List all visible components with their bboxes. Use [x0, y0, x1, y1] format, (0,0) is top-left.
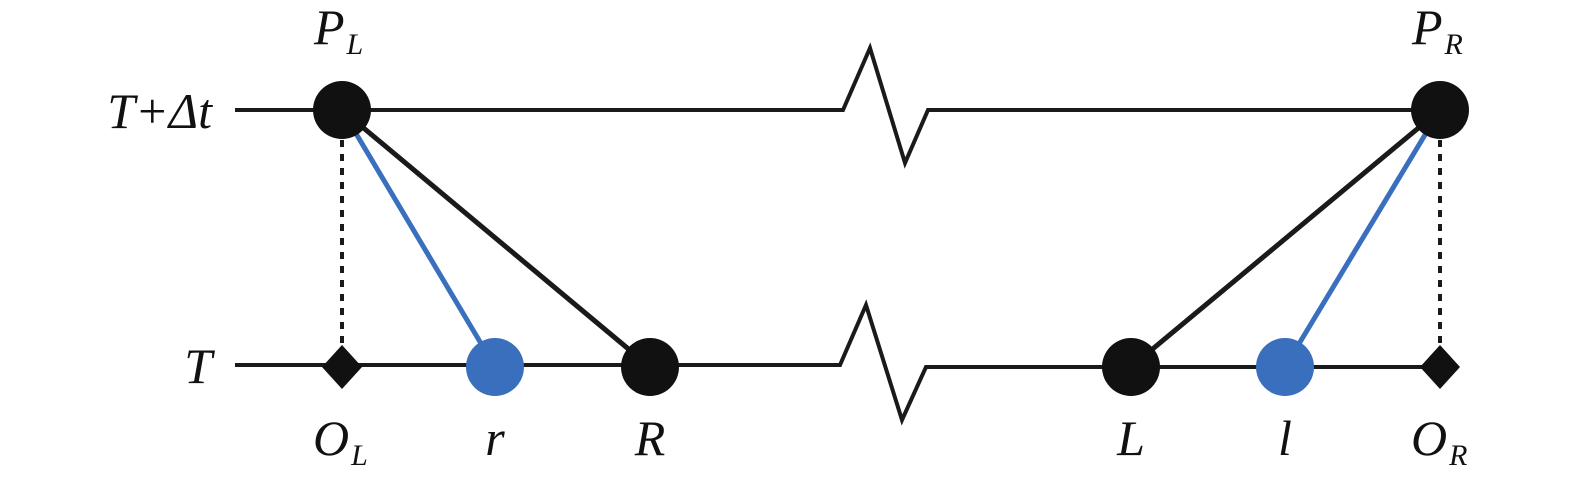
node-L — [1102, 338, 1160, 396]
edge-PL-r — [339, 108, 498, 369]
label-OL: OL — [313, 410, 368, 472]
label-PL-sub: L — [346, 28, 364, 61]
node-OL — [322, 345, 362, 389]
label-r: r — [485, 410, 505, 466]
upper-time-line — [235, 42, 1440, 169]
edge-PR-l — [1282, 108, 1443, 369]
label-PR-main: P — [1411, 0, 1443, 55]
time-label-upper: T+Δt — [107, 83, 213, 139]
label-l: l — [1278, 410, 1292, 466]
node-R — [621, 338, 679, 396]
label-L: L — [1116, 410, 1145, 466]
node-l — [1256, 338, 1314, 396]
time-label-lower: T — [184, 338, 215, 394]
node-OR — [1420, 345, 1460, 389]
node-PL — [313, 81, 371, 139]
edge-PR-L — [1129, 108, 1442, 369]
label-OR-sub: R — [1448, 439, 1467, 472]
node-PR — [1411, 81, 1469, 139]
label-PL: PL — [313, 0, 363, 61]
label-PR: PR — [1411, 0, 1463, 61]
node-r — [466, 338, 524, 396]
label-PR-sub: R — [1444, 28, 1463, 61]
edge-PL-R — [340, 108, 652, 369]
label-PL-main: P — [313, 0, 345, 55]
label-OL-main: O — [313, 410, 349, 466]
label-OR-main: O — [1411, 410, 1447, 466]
label-OR: OR — [1411, 410, 1467, 472]
label-OL-sub: L — [350, 439, 368, 472]
lower-time-line — [235, 299, 1440, 426]
label-R: R — [634, 410, 666, 466]
